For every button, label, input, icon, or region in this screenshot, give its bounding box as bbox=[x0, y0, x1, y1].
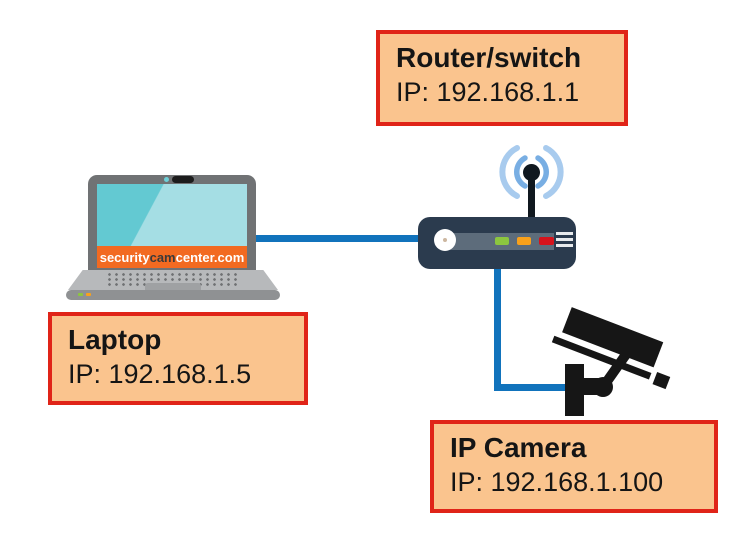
camera-label-box: IP Camera IP: 192.168.1.100 bbox=[430, 420, 718, 513]
router-illustration bbox=[418, 217, 576, 269]
laptop-trackpad bbox=[145, 283, 201, 294]
wifi-wave-left-outer bbox=[499, 145, 520, 199]
router-label-box: Router/switch IP: 192.168.1.1 bbox=[376, 30, 628, 126]
camera-body-group bbox=[551, 307, 671, 390]
laptop-keyboard-deck bbox=[68, 270, 278, 290]
banner-text-security: security bbox=[99, 249, 150, 265]
camera-bracket bbox=[551, 335, 652, 380]
ethernet-cable-router-down bbox=[494, 262, 501, 391]
router-vent bbox=[556, 244, 573, 247]
router-vent bbox=[556, 238, 573, 241]
wifi-signal-icon bbox=[499, 145, 564, 199]
router-ip: IP: 192.168.1.1 bbox=[396, 77, 580, 108]
laptop-status-led-green bbox=[78, 293, 83, 296]
ethernet-cable-to-camera bbox=[494, 384, 572, 391]
ethernet-cable-laptop-to-router bbox=[248, 235, 422, 242]
laptop-status-led-amber bbox=[86, 293, 91, 296]
laptop-label-box: Laptop IP: 192.168.1.5 bbox=[48, 312, 308, 405]
cctv-camera-icon bbox=[551, 307, 671, 416]
banner-text-cam: cam bbox=[149, 249, 176, 265]
router-antenna-tip bbox=[523, 164, 540, 181]
laptop-ip: IP: 192.168.1.5 bbox=[68, 359, 252, 390]
camera-body bbox=[562, 307, 664, 368]
router-led-orange bbox=[517, 237, 531, 245]
banner-text-center: center.com bbox=[175, 249, 245, 265]
camera-lens bbox=[652, 372, 671, 390]
camera-arm bbox=[598, 348, 632, 392]
laptop-title: Laptop bbox=[68, 324, 162, 355]
laptop-webcam-slot bbox=[172, 176, 194, 183]
router-led-green bbox=[495, 237, 509, 245]
router-vent bbox=[556, 232, 573, 235]
camera-wall-mount bbox=[565, 364, 584, 416]
router-led-red bbox=[539, 237, 554, 245]
router-title: Router/switch bbox=[396, 42, 582, 73]
router-power-button bbox=[434, 229, 456, 251]
laptop-base bbox=[66, 290, 280, 300]
wifi-wave-right-outer bbox=[543, 145, 564, 199]
laptop-keys bbox=[105, 272, 241, 286]
camera-title: IP Camera bbox=[450, 432, 587, 463]
laptop-webcam-icon bbox=[164, 177, 169, 182]
wifi-wave-left-inner bbox=[514, 155, 528, 189]
router-antenna bbox=[528, 171, 535, 218]
camera-ip: IP: 192.168.1.100 bbox=[450, 467, 664, 498]
wifi-wave-right-inner bbox=[535, 155, 549, 189]
